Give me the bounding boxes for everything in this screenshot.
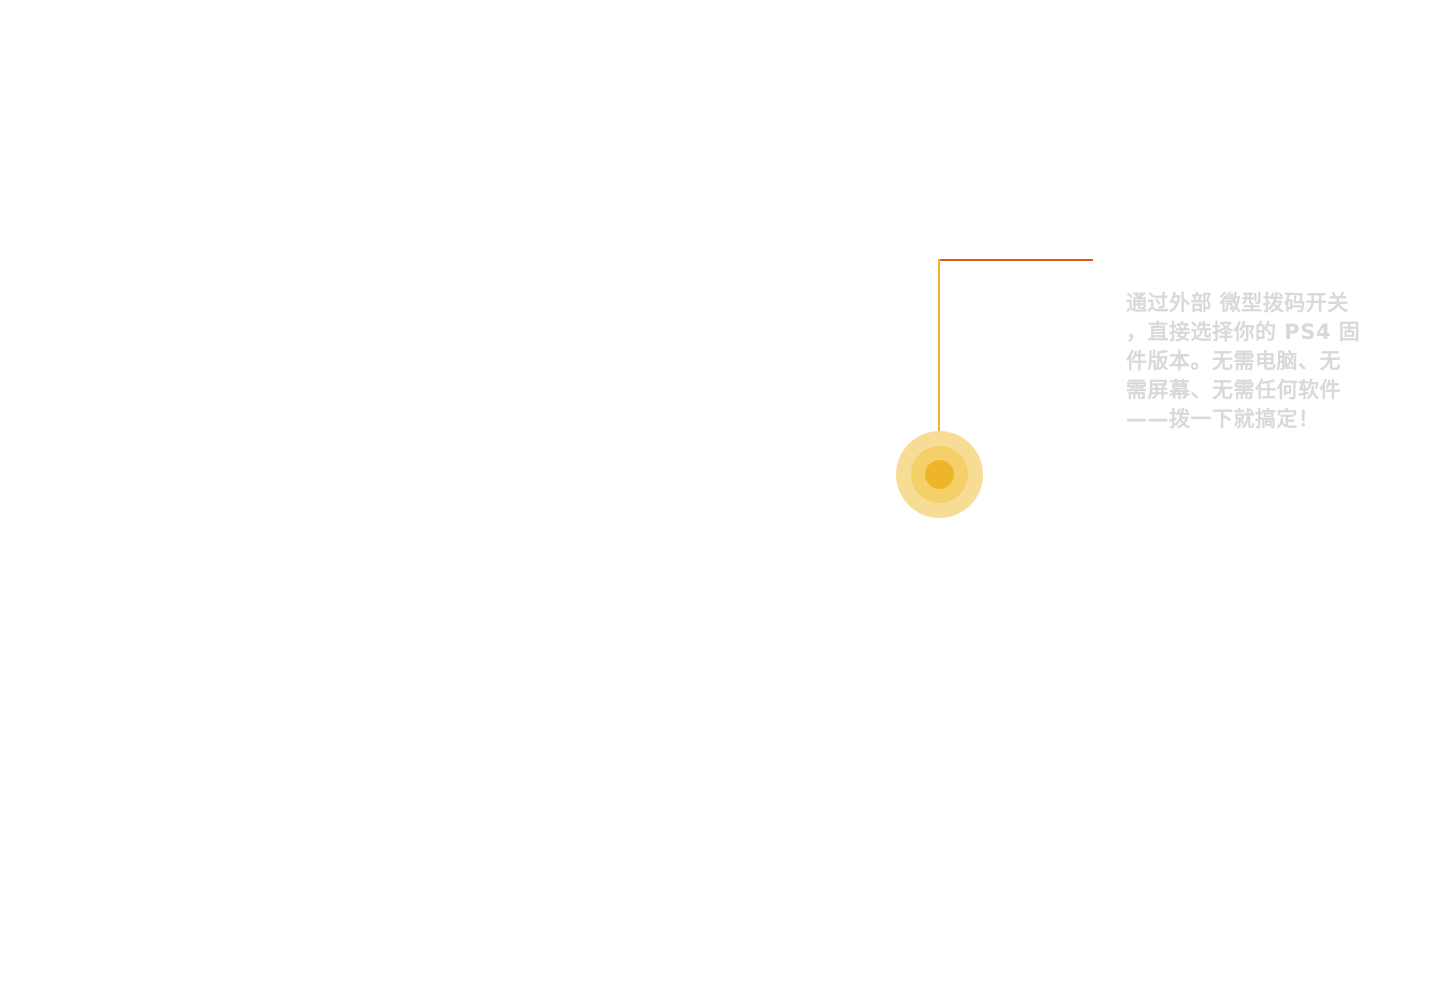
callout-line-horizontal — [938, 259, 1093, 261]
feature-description: 通过外部 微型拨码开关 ，直接选择你的 PS4 固 件版本。无需电脑、无 需屏幕… — [1126, 291, 1361, 431]
hotspot-core-dot — [925, 460, 954, 489]
callout-line-vertical — [938, 259, 940, 473]
